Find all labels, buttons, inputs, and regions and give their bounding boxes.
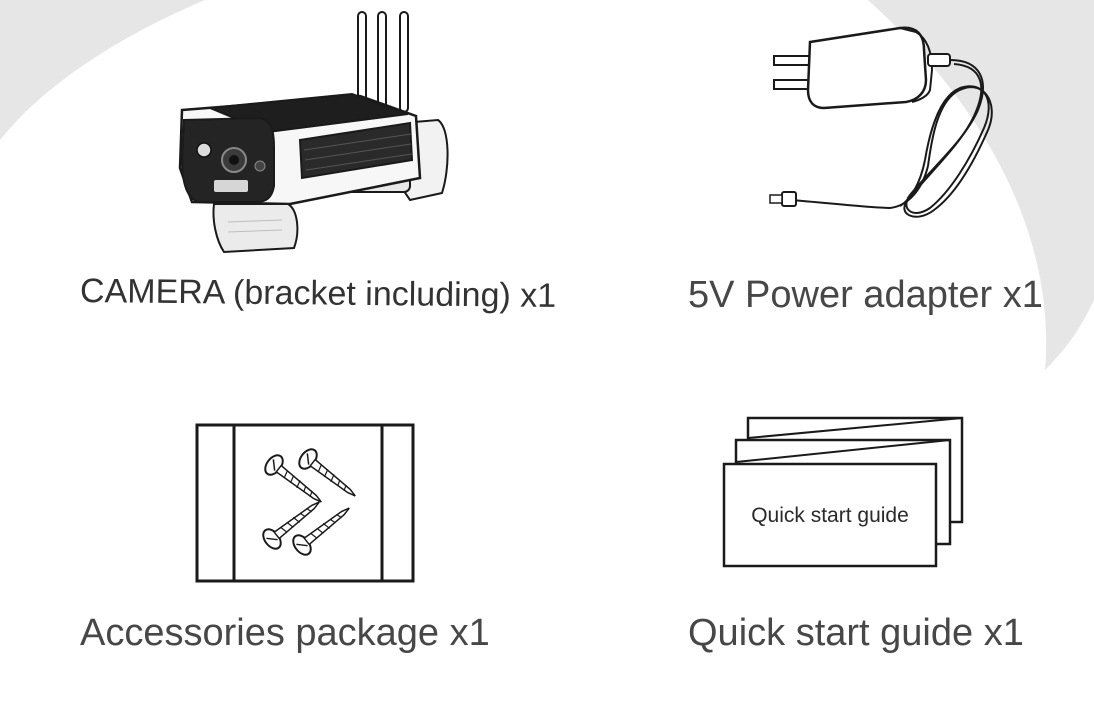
camera-caption: CAMERA (bracket including) x1: [79, 272, 557, 315]
screws-package-icon: [195, 423, 415, 583]
power-adapter-caption: 5V Power adapter x1: [688, 274, 1043, 316]
solar-camera-icon: [178, 11, 449, 254]
quick-start-guide-icon: Quick start guide: [722, 416, 964, 568]
power-adapter-icon: [769, 26, 993, 218]
booklet-label: Quick start guide: [751, 504, 909, 527]
accessories-caption: Accessories package x1: [80, 612, 490, 654]
quick-start-guide-caption: Quick start guide x1: [688, 612, 1024, 654]
